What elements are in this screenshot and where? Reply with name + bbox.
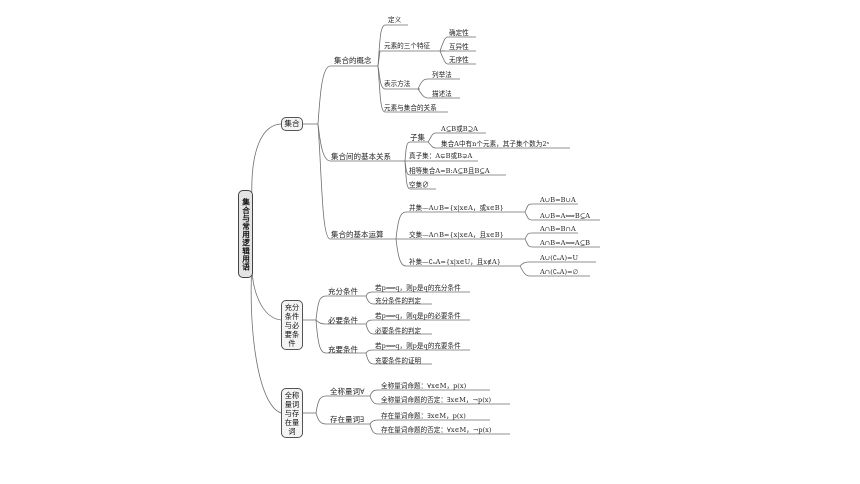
operation-union-1: A∪B=B∪A xyxy=(540,196,576,204)
quantifier-universal-2: 全称量词命题的否定：∃x∈M，¬p(x) xyxy=(381,396,492,404)
operation-title: 集合的基本运算 xyxy=(331,230,384,239)
relation-equal-set: 相等集合A=B:A⊆B且B⊆A xyxy=(409,167,490,175)
relation-title: 集合间的基本关系 xyxy=(331,152,391,161)
relation-empty-set: 空集∅ xyxy=(409,181,429,189)
concept-three-features: 元素的三个特征 xyxy=(384,42,431,50)
operation-complement: 补集—∁ᵤA={x|x∈U，且x∉A} xyxy=(409,258,501,266)
operation-intersection-1: A∩B=B∩A xyxy=(540,225,576,233)
condition-necessary-1: 若p⟹q，则q是p的必要条件 xyxy=(375,312,461,320)
feature-definite: 确定性 xyxy=(449,29,469,37)
concept-element-relation: 元素与集合的关系 xyxy=(384,104,437,112)
quantifier-universal: 全称量词∀ xyxy=(330,387,365,396)
quantifier-universal-1: 全称量词命题：∀x∈M，p(x) xyxy=(381,382,467,390)
condition-sufficient-1: 若p⟹q，则p是q的充分条件 xyxy=(375,284,461,292)
group-node-condition: 充分条件与必要条件 xyxy=(281,300,303,350)
representation-listing: 列举法 xyxy=(432,71,452,79)
condition-necessary-2: 必要条件的判定 xyxy=(375,327,422,335)
operation-union: 并集—A∪B={x|x∈A，或x∈B} xyxy=(409,204,504,212)
quantifier-existential-1: 存在量词命题：∃x∈M，p(x) xyxy=(381,412,466,420)
operation-complement-1: A∪(∁ᵤA)=U xyxy=(540,254,579,262)
condition-iff-1: 若p⟺q，则p是q的充要条件 xyxy=(375,342,461,350)
concept-title: 集合的概念 xyxy=(334,56,372,65)
concept-representation: 表示方法 xyxy=(384,80,411,88)
operation-union-2: A∪B=A⟺B⊆A xyxy=(540,212,591,220)
group-node-quantifier: 全称量词与存在量词 xyxy=(281,388,303,438)
root-node: 集合与常用逻辑用语 xyxy=(238,190,253,278)
condition-sufficient-2: 充分条件的判定 xyxy=(375,297,422,305)
operation-complement-2: A∩(∁ᵤA)=∅ xyxy=(540,268,579,276)
relation-subset: 子集 xyxy=(410,133,425,142)
condition-iff: 充要条件 xyxy=(328,345,358,354)
concept-definition: 定义 xyxy=(388,16,402,24)
relation-subset-def: A⊆B或B⊇A xyxy=(441,125,478,133)
operation-intersection-2: A∩B=A⟺A⊆B xyxy=(540,239,591,247)
feature-distinct: 互异性 xyxy=(449,43,469,51)
relation-proper-subset: 真子集：A⊊B或B⊋A xyxy=(409,152,473,160)
group-node-set: 集合 xyxy=(281,117,303,131)
condition-necessary: 必要条件 xyxy=(328,316,358,325)
condition-iff-2: 充要条件的证明 xyxy=(375,357,422,365)
operation-intersection: 交集—A∩B={x|x∈A，且x∈B} xyxy=(409,231,504,239)
representation-description: 描述法 xyxy=(432,90,452,98)
relation-subset-count: 集合A中有n个元素，其子集个数为2ⁿ xyxy=(441,140,550,148)
quantifier-existential: 存在量词∃ xyxy=(330,415,365,424)
feature-unordered: 无序性 xyxy=(449,56,469,64)
condition-sufficient: 充分条件 xyxy=(328,287,358,296)
quantifier-existential-2: 存在量词命题的否定：∀x∈M，¬p(x) xyxy=(381,426,492,434)
